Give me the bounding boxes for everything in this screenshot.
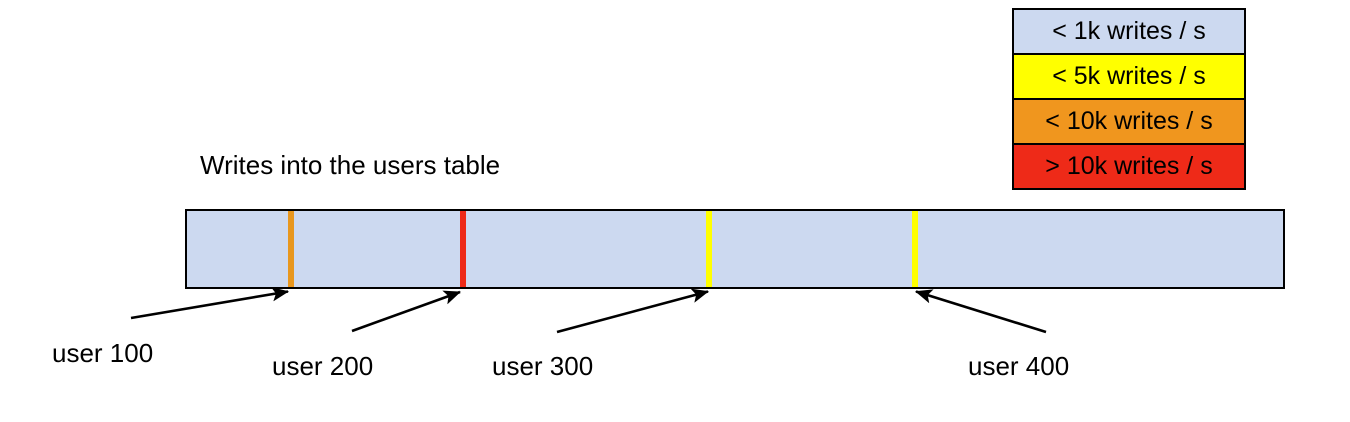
marker-user-200 [460,211,467,287]
marker-user-400 [911,211,918,287]
legend-row-over-10k: > 10k writes / s [1014,145,1244,188]
legend-label-under-10k: < 10k writes / s [1045,107,1213,135]
legend: < 1k writes / s < 5k writes / s < 10k wr… [1012,8,1246,190]
legend-label-under-5k: < 5k writes / s [1052,62,1206,90]
chart-title: Writes into the users table [200,150,501,180]
legend-label-over-10k: > 10k writes / s [1045,152,1213,180]
arrow-user-100 [130,287,290,320]
arrow-user-200 [351,290,461,333]
arrow-user-400 [915,289,1047,334]
users-table-bar [185,209,1285,289]
legend-row-under-1k: < 1k writes / s [1014,10,1244,55]
marker-user-300 [705,211,712,287]
callout-label-user-200: user 200 [272,351,374,381]
callout-label-user-300: user 300 [492,351,594,381]
legend-row-under-10k: < 10k writes / s [1014,100,1244,145]
arrow-user-300 [556,288,710,334]
callout-label-user-100: user 100 [52,338,154,368]
legend-row-under-5k: < 5k writes / s [1014,55,1244,100]
legend-label-under-1k: < 1k writes / s [1052,17,1206,45]
marker-user-100 [288,211,295,287]
callout-label-user-400: user 400 [968,351,1070,381]
